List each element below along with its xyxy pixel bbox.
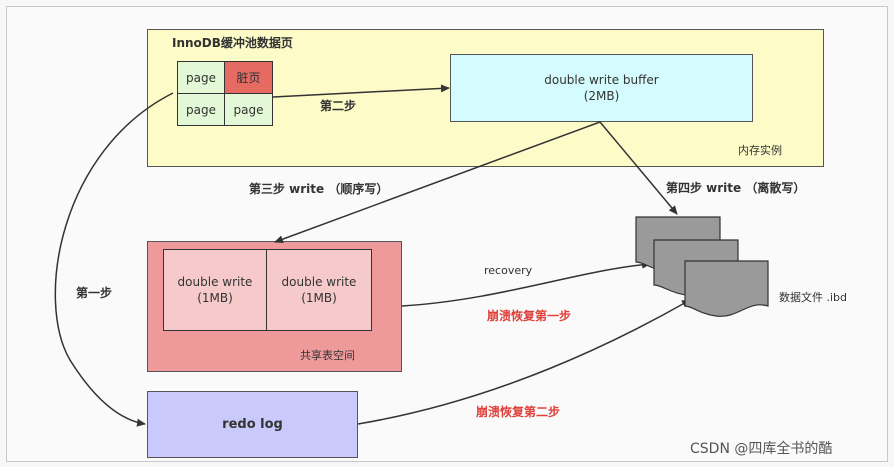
crash-recovery-step1: 崩溃恢复第一步 [487, 309, 572, 323]
step2-label: 第二步 [320, 99, 357, 113]
step3-label: 第三步 write （顺序写） [249, 182, 389, 196]
dw-left-line2: (1MB) [197, 291, 233, 305]
memory-instance-label: 内存实例 [738, 144, 782, 157]
dw-left-line1: double write [177, 275, 253, 289]
arrow-step1 [54, 92, 174, 427]
page-cell-2: page [177, 93, 225, 126]
redo-log-label: redo log [222, 417, 283, 432]
buffer-pool-title: InnoDB缓冲池数据页 [172, 36, 293, 50]
double-write-1mb-left: double write (1MB) [163, 249, 267, 331]
recovery-label: recovery [484, 264, 533, 277]
dwb-line2: (2MB) [583, 89, 620, 103]
step1-label: 第一步 [76, 286, 113, 300]
arrow-step4 [599, 121, 678, 215]
dwb-line1: double write buffer [544, 73, 659, 87]
double-write-1mb-right: double write (1MB) [266, 249, 372, 331]
shared-tablespace-label: 共享表空间 [300, 349, 355, 362]
page-cell-3: page [224, 93, 273, 126]
step4-label: 第四步 write （离散写） [666, 181, 806, 195]
dw-right-line2: (1MB) [301, 291, 337, 305]
data-file-shape-3 [684, 260, 769, 317]
double-write-buffer-box: double write buffer (2MB) [450, 54, 753, 122]
arrow-step3 [274, 121, 601, 243]
arrow-step2 [272, 84, 450, 98]
crash-recovery-step2: 崩溃恢复第二步 [476, 405, 561, 419]
data-file-label: 数据文件 .ibd [779, 291, 848, 304]
dw-right-line1: double write [281, 275, 357, 289]
redo-log-box: redo log [147, 391, 358, 458]
arrow-recovery [401, 260, 651, 307]
watermark: CSDN @四库全书的酷 [690, 441, 833, 457]
arrow-crash-step2 [357, 299, 691, 425]
